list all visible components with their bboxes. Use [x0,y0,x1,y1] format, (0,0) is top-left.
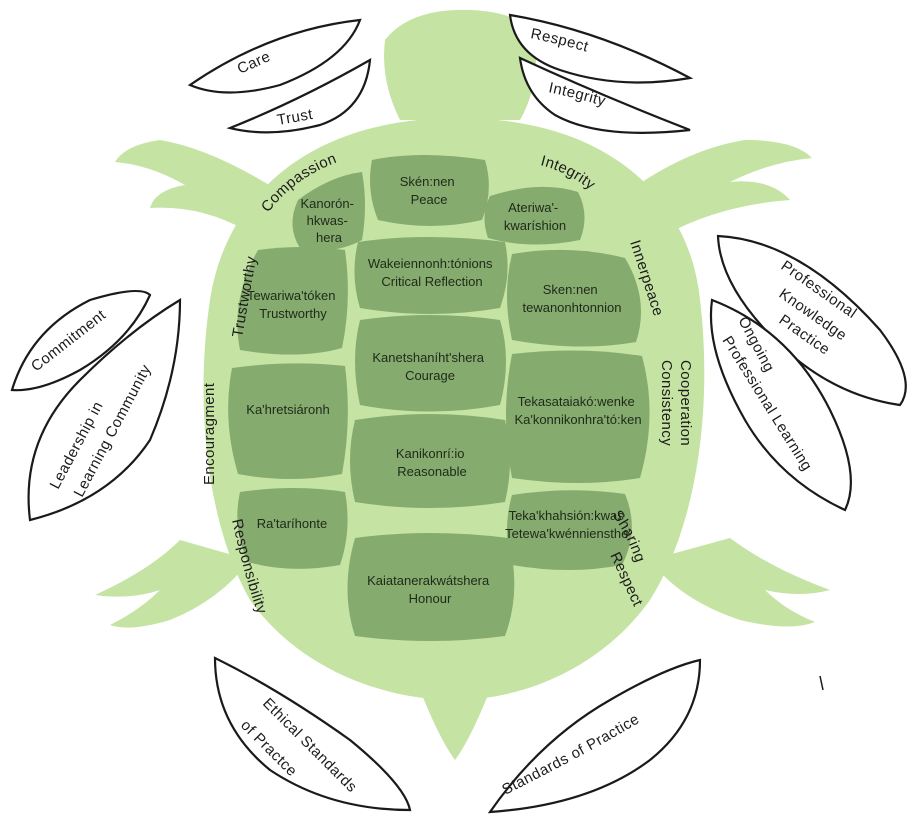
leaf-respect [508,13,694,84]
plate-label-wakeien: Wakeiennonh:tónions Critical Reflection [368,256,496,289]
leaf-ongoing [709,298,852,512]
plate-label-ateriwa: Ateriwa'- kwaríshion [504,200,566,233]
leaf-leadership [27,298,182,522]
plate-label-ratari: Ra'taríhonte [257,516,327,531]
ring-label-encouragment: Encouragment [201,382,218,485]
plate-ratari [237,488,348,569]
leaf-care [187,18,362,94]
plate-kanikon [350,414,510,508]
plate-label-sken-peace: Skén:nen Peace [400,174,459,207]
plate-label-kanoron: Kanorón- hkwas- hera [300,196,357,245]
plate-label-tewariwa: Tewariwa'tóken Trustworthy [247,288,339,321]
plate-labels: Kanorón- hkwas- hera Skén:nen Peace Ater… [246,174,641,606]
plate-label-sken-tewa: Sken:nen tewanonhtonnion [522,282,621,315]
ring-label-consistency: Consistency [658,360,675,446]
plate-wakeien [354,237,508,314]
plate-label-tekakh: Teka'khahsión:kwas Tetewa'kwénniensthe' [505,508,631,541]
plate-tekasat [506,350,650,483]
leaf-commitment [10,289,152,392]
plate-kanets [355,315,506,412]
rear-right-flipper [650,538,830,627]
leaves: Care Trust Respect Integrity Commitment … [10,13,907,814]
plate-label-kahrets: Ka'hretsiáronh [246,402,329,417]
leaf-trust [226,57,372,134]
leaf-label-trust: Trust [276,106,315,129]
plate-kahrets [228,363,348,479]
plate-label-kaiata: Kaiatanerakwátshera Honour [367,573,493,606]
ring-label-cooperation: Cooperation [677,360,694,446]
leaf-standards [487,658,702,814]
turtle-tail [420,690,490,760]
leaf-integrity [518,56,691,134]
plate-sken-peace [370,155,489,226]
turtle-head [384,9,536,120]
plate-kaiata [347,533,515,641]
leaf-ethical [213,656,412,812]
plate-tewariwa [237,247,348,355]
rear-left-flipper [95,540,250,628]
plate-ateriwa [484,186,585,245]
shell-plates [228,155,650,641]
plate-kanoron [292,172,365,251]
plate-label-tekasat: Tekasataiakó:wenke Ka'konnikonhra'tó:ken [514,394,641,427]
plate-tekakh [507,490,632,570]
plate-label-kanikon: Kanikonrí:io Reasonable [396,446,468,479]
plate-sken-tewa [507,249,642,347]
stray-mark [819,675,824,691]
plate-label-kanets: Kanetshaníht'shera Courage [372,350,487,383]
leaf-professional [716,234,907,407]
